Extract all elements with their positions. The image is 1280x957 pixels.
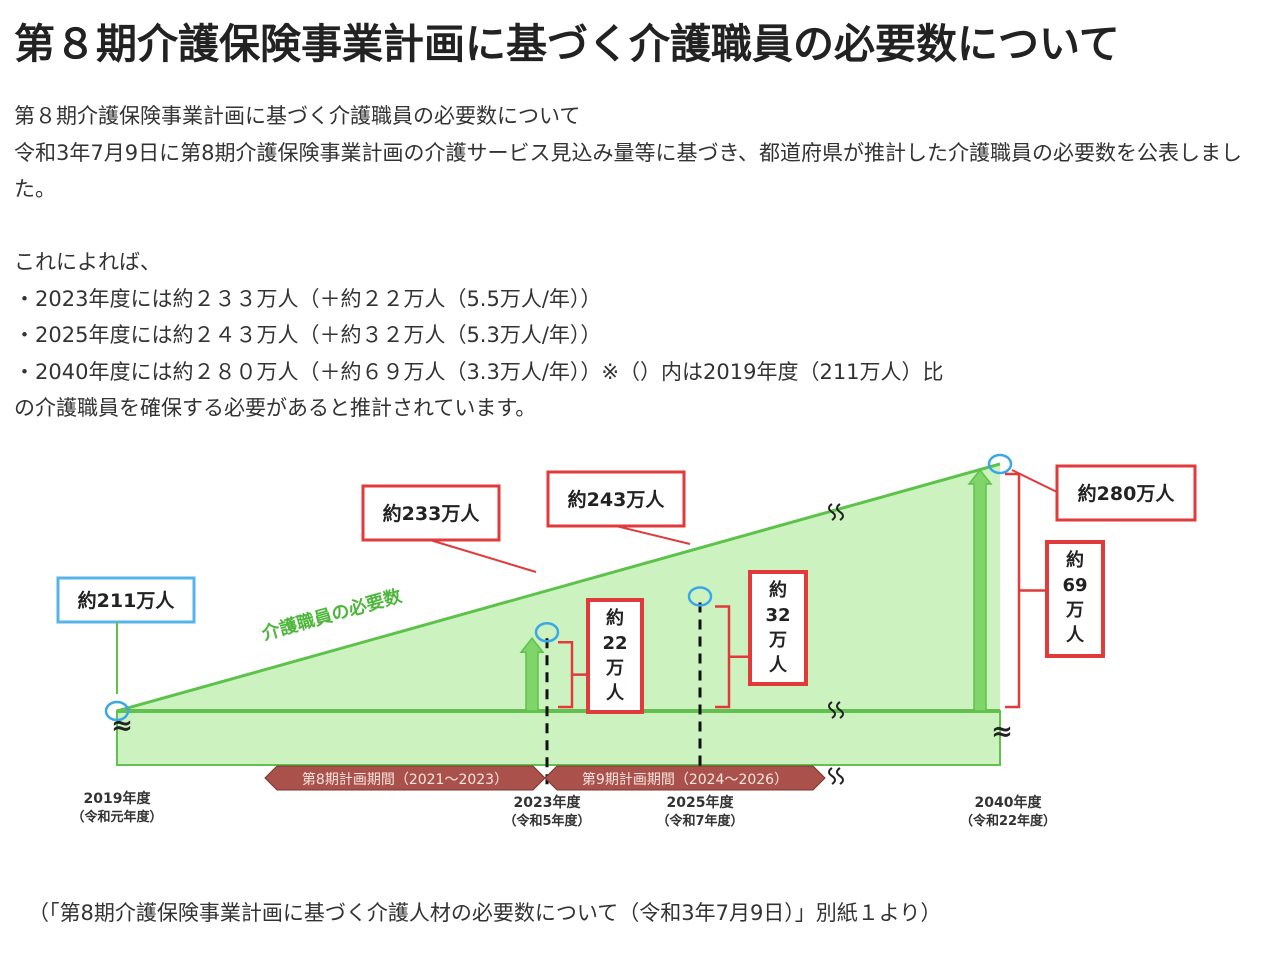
period-arrows: 第8期計画期間（2021～2023） 第9期計画期間（2024～2026）: [264, 765, 826, 791]
x-tick-era: （令和元年度）: [71, 809, 162, 825]
increase-arrow-2040: [967, 468, 993, 712]
increase-bracket: [558, 640, 588, 709]
x-tick-year: 2023年度: [514, 794, 582, 811]
increase-label-text: 22: [602, 633, 627, 654]
intro-summary: 令和3年7月9日に第8期介護保険事業計画の介護サービス見込み量等に基づき、都道府…: [14, 140, 1242, 202]
callout-box: [1055, 464, 1197, 522]
value-callout-2025: 約243万人: [546, 470, 691, 545]
increase-label-box: [1045, 540, 1105, 658]
staff-need-chart: 約211万人約233万人約243万人約280万人 約22万人約32万人約69万人…: [56, 453, 1197, 829]
marker-2040: [987, 453, 1013, 475]
increase-bracket: [715, 605, 750, 709]
increase-label-text: 人: [769, 655, 788, 676]
callout-pointer: [615, 525, 691, 545]
callout-box: [56, 576, 196, 624]
paragraph-gap: [14, 208, 1276, 245]
value-callout-2023: 約233万人: [361, 484, 537, 573]
series-line: [116, 462, 1001, 713]
increase-label-text: 約: [606, 607, 624, 629]
intro-text: 第８期介護保険事業計画に基づく介護職員の必要数について 令和3年7月9日に第8期…: [14, 98, 1276, 427]
increase-label-text: 約: [769, 579, 787, 601]
increase-label-text: 69: [1062, 575, 1087, 596]
increase-label-text: 人: [606, 683, 625, 704]
period-arrow-8: 第8期計画期間（2021～2023）: [264, 765, 546, 791]
increase-label-box: [748, 570, 808, 686]
increase-arrow-2023: [519, 637, 545, 712]
x-tick-2040: 2040年度 （令和22年度）: [960, 794, 1056, 829]
callout-pointer: [429, 539, 537, 573]
marker-2025: [687, 586, 713, 607]
x-tick-era: （令和5年度）: [503, 813, 590, 829]
dashed-guides: [545, 602, 702, 785]
increase-box-2040: 約 69 万人: [1005, 472, 1105, 709]
increase-box-2023: 約 22 万人: [558, 598, 644, 714]
period-label: 第8期計画期間（2021～2023）: [302, 771, 508, 788]
bullet-2040: ・2040年度には約２８０万人（＋約６９万人（3.3万人/年））※（）内は201…: [14, 359, 944, 384]
increase-label-text: 約: [1066, 549, 1084, 571]
increase-bracket: [1005, 472, 1047, 709]
increase-label-text: 万: [768, 630, 787, 651]
value-label: 約233万人: [383, 502, 481, 525]
x-tick-2023: 2023年度 （令和5年度）: [503, 794, 590, 829]
bullet-2023: ・2023年度には約２３３万人（＋約２２万人（5.5万人/年））: [14, 286, 602, 311]
value-callouts: 約211万人 約233万人 約243万人 約280万人: [56, 464, 1197, 694]
period-label: 第9期計画期間（2024～2026）: [582, 771, 788, 788]
x-tick-era: （令和7年度）: [656, 813, 743, 829]
bullet-2025: ・2025年度には約２４３万人（＋約３２万人（5.3万人/年））: [14, 323, 602, 347]
callout-box: [361, 484, 501, 542]
x-tick-year: 2040年度: [975, 794, 1043, 811]
increase-box-2025: 約 32 万人: [715, 570, 808, 709]
x-tick-2025: 2025年度 （令和7年度）: [656, 794, 743, 829]
intro-conclusion: の介護職員を確保する必要があると推計されています。: [14, 396, 537, 420]
break-mark: ≈: [111, 711, 133, 741]
data-markers: [104, 453, 1013, 722]
value-label: 約243万人: [568, 488, 666, 511]
value-callout-2040: 約280万人: [1011, 464, 1197, 522]
source-caption: （「第8期介護保険事業計画に基づく介護人材の必要数について（令和3年7月9日）」…: [28, 901, 942, 925]
value-callout-2019: 約211万人: [56, 576, 196, 694]
x-tick-year: 2025年度: [667, 794, 735, 811]
x-tick-era: （令和22年度）: [960, 813, 1056, 829]
marker-2023: [534, 621, 560, 643]
marker-2019: [104, 700, 130, 722]
page-title: 第８期介護保険事業計画に基づく介護職員の必要数について: [14, 20, 1120, 68]
break-squiggle: [828, 503, 844, 521]
value-label: 約211万人: [78, 589, 176, 612]
break-mark: ≈: [991, 717, 1013, 747]
increase-label-text: 32: [765, 605, 790, 626]
value-label: 約280万人: [1078, 482, 1176, 505]
period-arrow-shape: [544, 765, 826, 791]
axis-break-marks: ≈≈: [111, 503, 1013, 785]
increase-arrows: [519, 468, 993, 712]
break-squiggle: [828, 701, 844, 719]
period-arrow-9: 第9期計画期間（2024～2026）: [544, 765, 826, 791]
increase-label-box: [586, 598, 644, 714]
increase-label-text: 万: [1065, 600, 1084, 621]
intro-heading: 第８期介護保険事業計画に基づく介護職員の必要数について: [14, 104, 581, 128]
x-axis-tick-labels: 2019年度（令和元年度）2023年度（令和5年度）2025年度（令和7年度）2…: [71, 790, 1056, 829]
chart-lower-band: [116, 710, 1001, 766]
x-tick-year: 2019年度: [84, 790, 152, 807]
x-tick-2019: 2019年度 （令和元年度）: [71, 790, 162, 825]
increase-label-text: 万: [605, 658, 624, 679]
intro-lead: これによれば、: [14, 250, 161, 274]
increase-label-text: 人: [1066, 625, 1085, 646]
break-squiggle: [828, 767, 844, 785]
